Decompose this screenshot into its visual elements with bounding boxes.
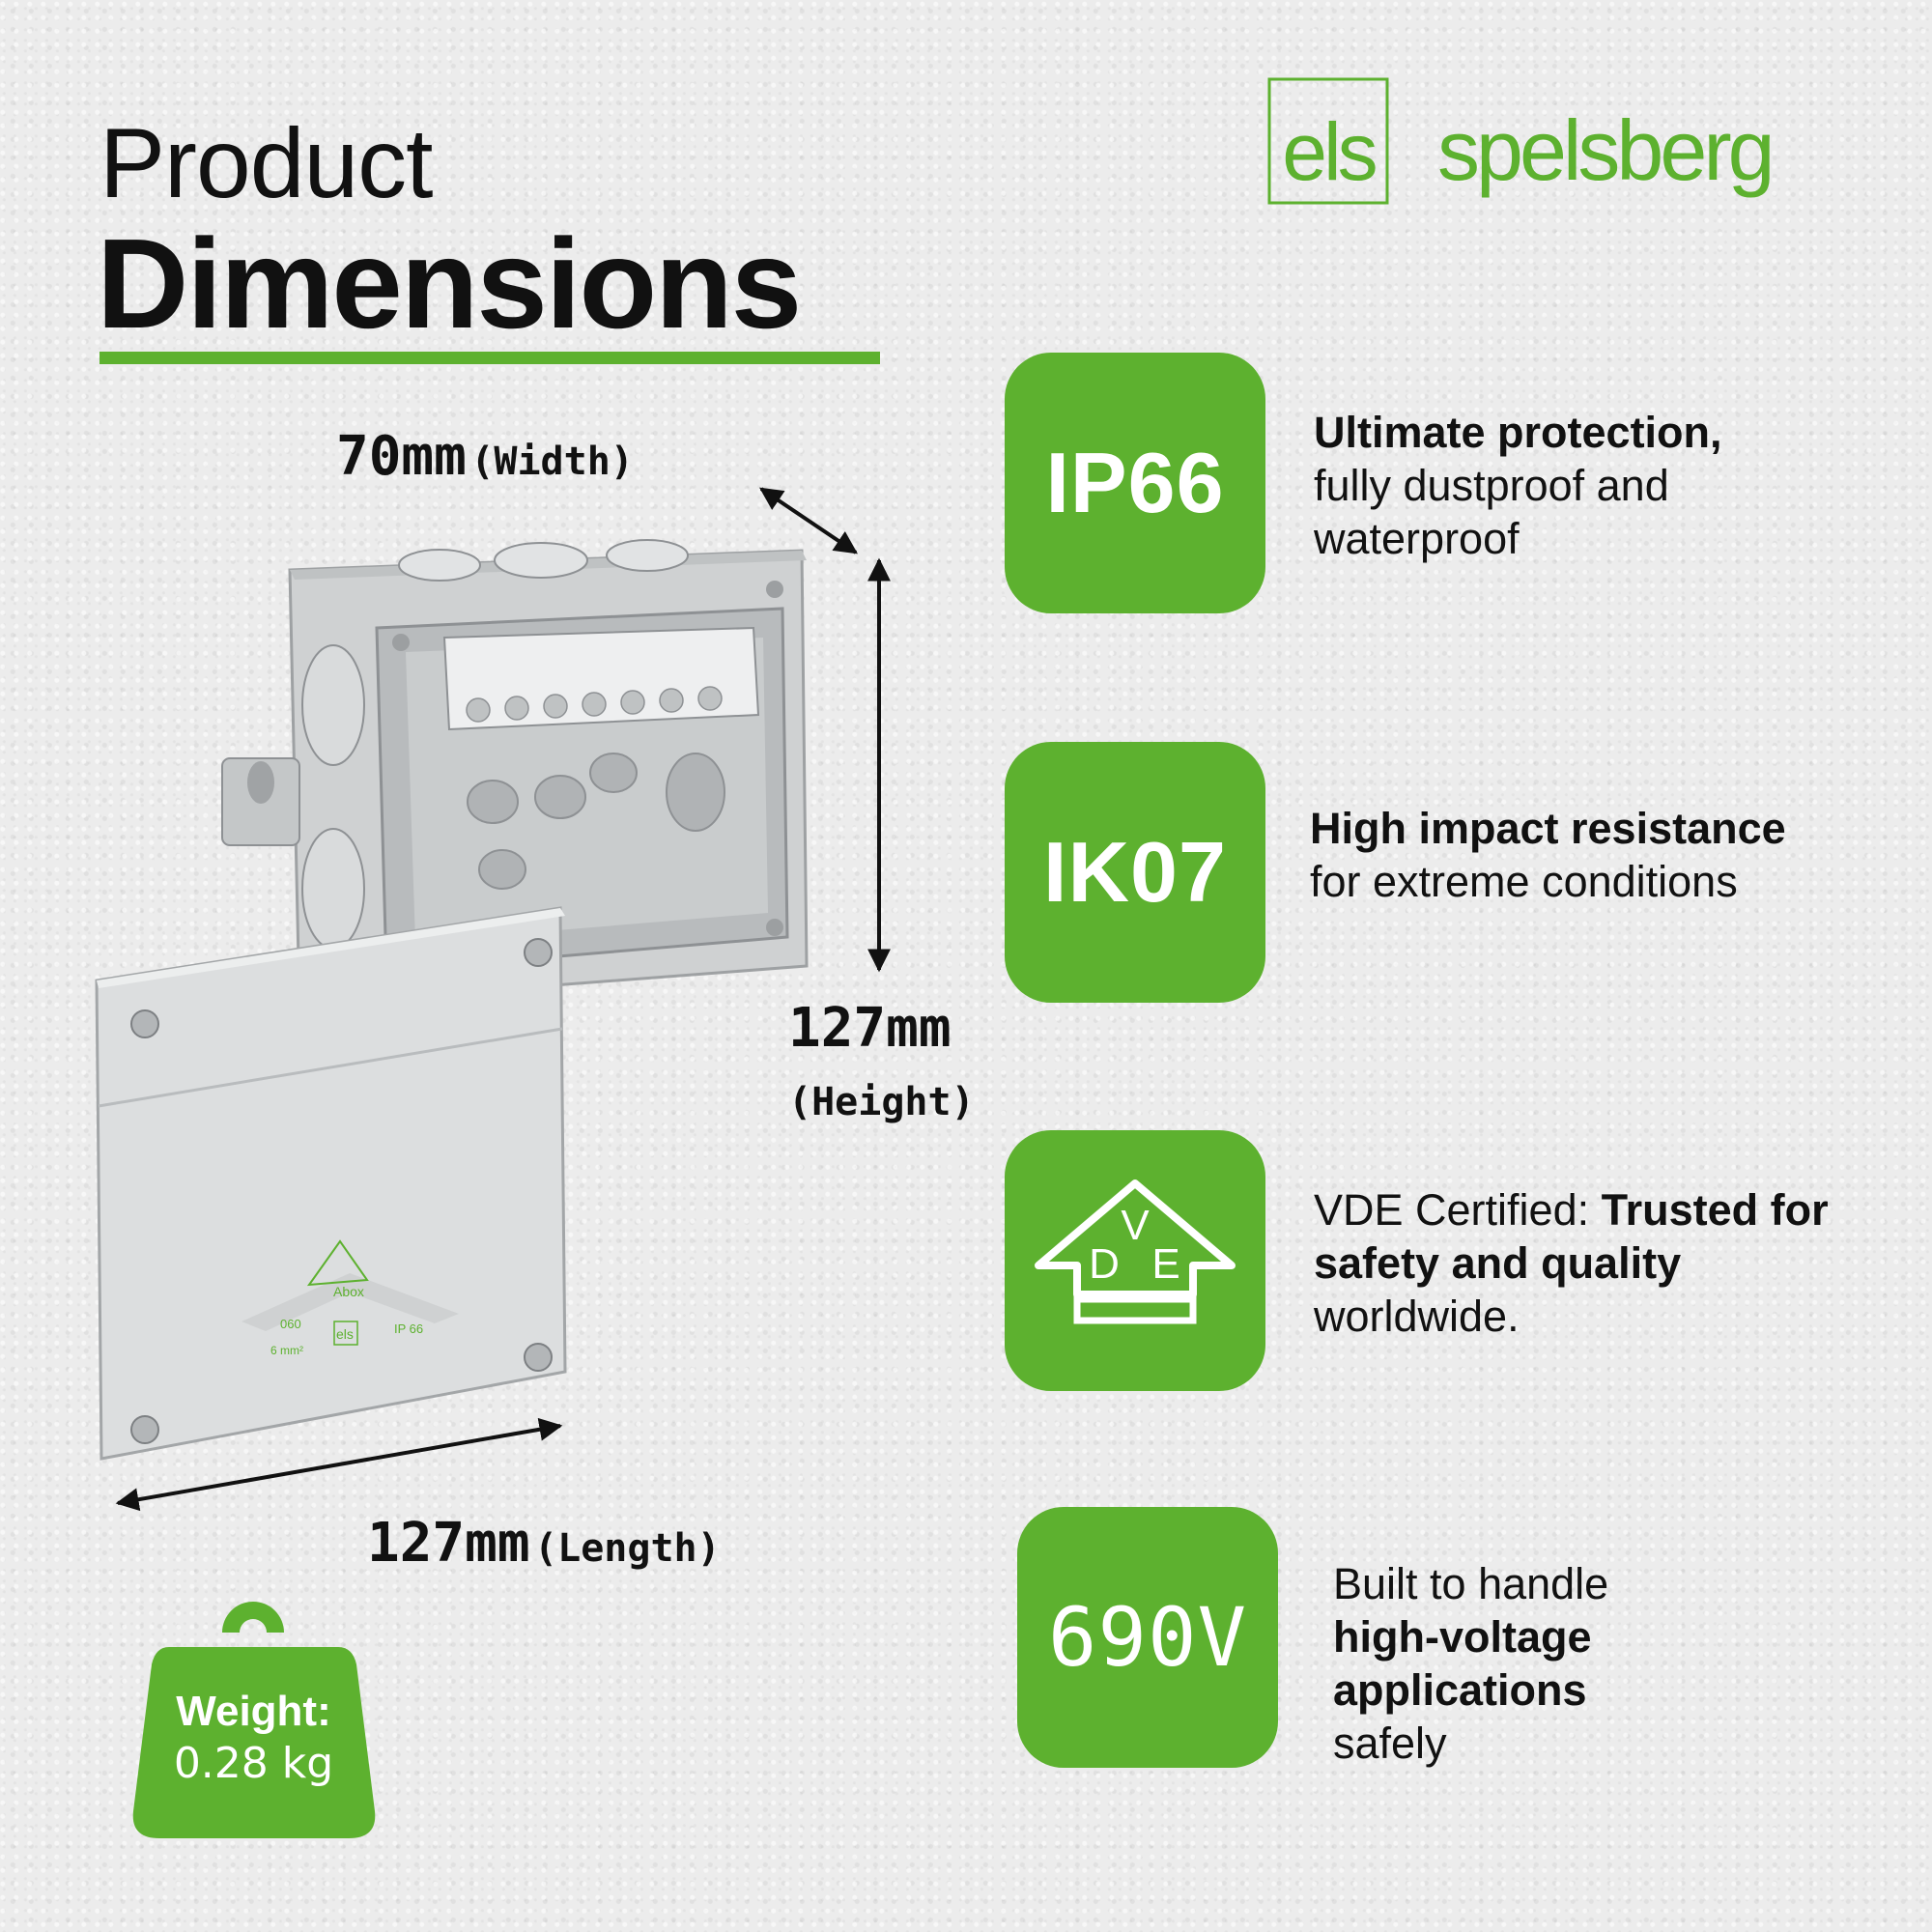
width-value: 70mm [336, 425, 467, 488]
voltage-desc-regular: Built to handle [1333, 1559, 1609, 1608]
title-underline [99, 352, 880, 364]
vde-desc-tail: worldwide. [1314, 1292, 1520, 1341]
ik07-badge-text: IK07 [1043, 824, 1227, 920]
length-dimension: 127mm (Length) [367, 1512, 721, 1575]
length-value: 127mm [367, 1512, 530, 1575]
height-label: (Height) [788, 1080, 975, 1124]
vde-letter-v: V [1121, 1202, 1150, 1249]
lid-cross-section: 6 mm² [270, 1344, 303, 1357]
vde-desc-bold: Trusted for safety and quality [1314, 1185, 1829, 1288]
weight-label: Weight: [176, 1688, 331, 1735]
logo-mark: els [1282, 106, 1375, 197]
vde-desc-regular: VDE Certified: [1314, 1185, 1602, 1235]
ik07-desc-regular: for extreme conditions [1310, 857, 1738, 906]
vde-letter-d: D [1089, 1240, 1120, 1288]
lid-model: 060 [280, 1317, 301, 1331]
weight-value: 0.28 kg [173, 1739, 334, 1788]
vde-certification-icon: V D E [1035, 1179, 1236, 1324]
ip66-desc-bold: Ultimate protection, [1314, 408, 1722, 457]
ip66-desc-regular: fully dustproof and waterproof [1314, 461, 1669, 563]
vde-letter-e: E [1151, 1240, 1179, 1288]
lid-rating: IP 66 [394, 1321, 423, 1336]
logo-wordmark: spelsberg [1437, 102, 1772, 198]
voltage-desc-bold: high-voltage applications [1333, 1612, 1592, 1715]
voltage-badge: 690V [1017, 1507, 1278, 1768]
lid-logo: els [336, 1326, 354, 1342]
ip66-badge: IP66 [1005, 353, 1265, 613]
ik07-description: High impact resistance for extreme condi… [1310, 802, 1889, 908]
weight-icon [132, 1602, 376, 1838]
voltage-description: Built to handle high-voltage application… [1333, 1557, 1816, 1770]
ik07-badge: IK07 [1005, 742, 1265, 1003]
height-value: 127mm [788, 997, 952, 1060]
width-label: (Width) [470, 440, 634, 484]
ip66-badge-text: IP66 [1045, 435, 1225, 530]
lid-brand-name: Abox [333, 1284, 364, 1299]
vde-description: VDE Certified: Trusted for safety and qu… [1314, 1183, 1855, 1343]
ik07-desc-bold: High impact resistance [1310, 804, 1786, 853]
lid-screws [130, 938, 553, 1444]
title-line-2: Dimensions [97, 213, 802, 355]
weight-block: Weight: 0.28 kg [130, 1686, 377, 1790]
junction-box-image: Abox 060 6 mm² els IP 66 [95, 539, 809, 1461]
brand-logo: els spelsberg [1267, 77, 1776, 205]
voltage-desc-tail: safely [1333, 1719, 1447, 1768]
title-line-1: Product [99, 108, 434, 218]
voltage-badge-text: 690V [1047, 1590, 1248, 1685]
length-label: (Length) [534, 1526, 721, 1571]
vde-badge: V D E [1005, 1130, 1265, 1391]
ip66-description: Ultimate protection, fully dustproof and… [1314, 406, 1855, 565]
width-dimension: 70mm (Width) [336, 425, 634, 488]
